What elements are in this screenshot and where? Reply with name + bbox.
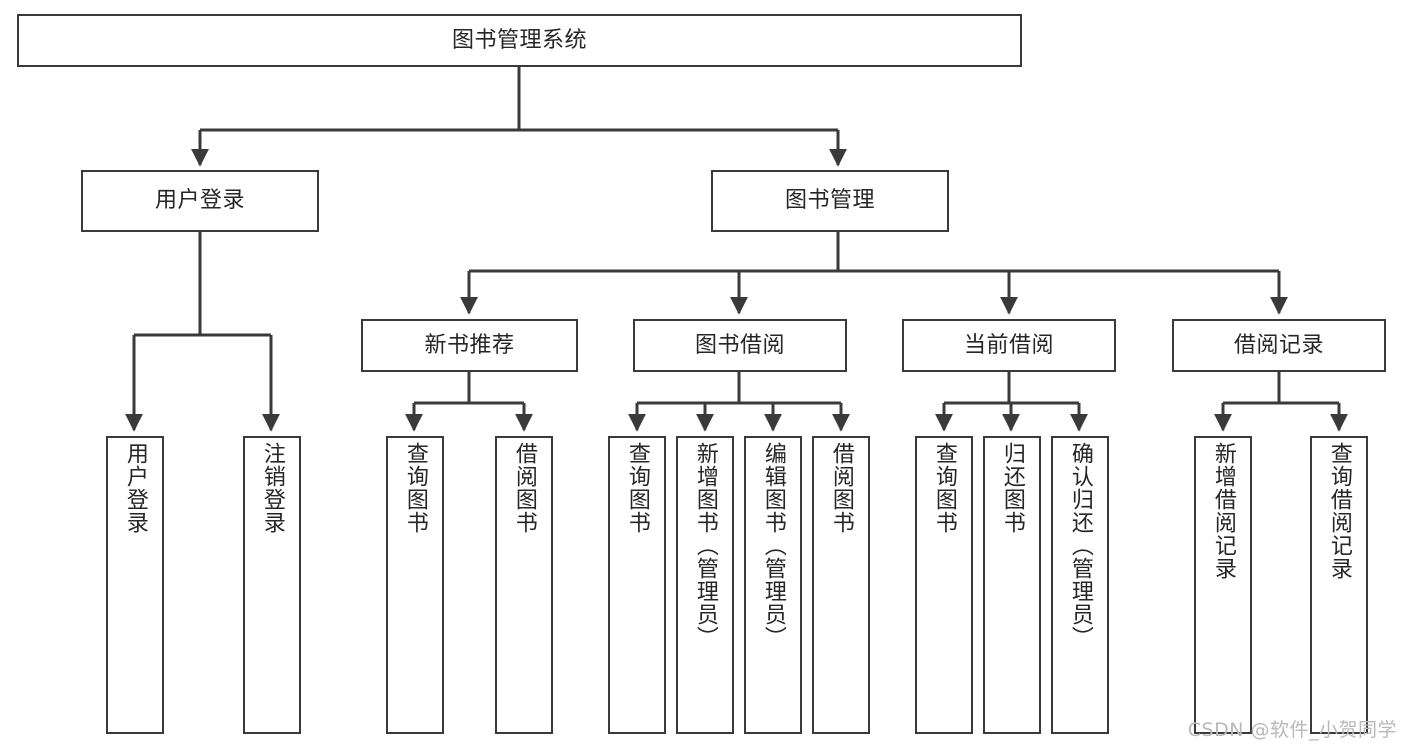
leaf-add-book-admin[interactable]: 新增图书（管理员） [676,436,734,734]
leaf-return-book[interactable]: 归还图书 [983,436,1041,734]
leaf-query-book-recommend[interactable]: 查询图书 [386,436,444,734]
node-label: 查询图书 [402,442,428,534]
node-label: 新书推荐 [424,332,515,358]
node-borrow-record[interactable]: 借阅记录 [1172,319,1386,372]
leaf-borrow-book[interactable]: 借阅图书 [812,436,870,734]
leaf-edit-book-admin[interactable]: 编辑图书（管理员） [744,436,802,734]
node-label: 归还图书 [999,442,1025,534]
node-label: 借阅记录 [1233,332,1324,358]
leaf-user-login[interactable]: 用户登录 [106,436,164,734]
node-label: 图书借阅 [694,332,785,358]
leaf-add-borrow-record[interactable]: 新增借阅记录 [1194,436,1252,734]
leaf-borrow-book-recommend[interactable]: 借阅图书 [495,436,553,734]
node-label: 注销登录 [259,442,285,534]
node-label: 新增借阅记录 [1210,442,1236,580]
node-label: 借阅图书 [828,442,854,534]
node-book-borrow[interactable]: 图书借阅 [633,319,847,372]
node-label: 新增图书（管理员） [692,442,718,649]
node-label: 查询借阅记录 [1326,442,1352,580]
node-label: 图书管理系统 [451,27,587,53]
node-label: 查询图书 [931,442,957,534]
node-book-management[interactable]: 图书管理 [711,170,949,232]
node-label: 用户登录 [154,188,245,214]
node-label: 编辑图书（管理员） [760,442,786,649]
leaf-query-book-borrow[interactable]: 查询图书 [608,436,666,734]
leaf-logout[interactable]: 注销登录 [243,436,301,734]
node-label: 用户登录 [122,442,148,534]
node-root-book-management-system[interactable]: 图书管理系统 [17,14,1022,67]
node-current-borrow[interactable]: 当前借阅 [902,319,1116,372]
node-label: 图书管理 [784,188,875,214]
node-label: 借阅图书 [511,442,537,534]
leaf-query-borrow-record[interactable]: 查询借阅记录 [1310,436,1368,734]
node-user-login[interactable]: 用户登录 [81,170,319,232]
node-label: 查询图书 [624,442,650,534]
node-label: 当前借阅 [963,332,1054,358]
leaf-query-book-current[interactable]: 查询图书 [915,436,973,734]
leaf-confirm-return-admin[interactable]: 确认归还（管理员） [1051,436,1109,734]
node-label: 确认归还（管理员） [1067,442,1093,649]
node-new-book-recommend[interactable]: 新书推荐 [361,319,578,372]
